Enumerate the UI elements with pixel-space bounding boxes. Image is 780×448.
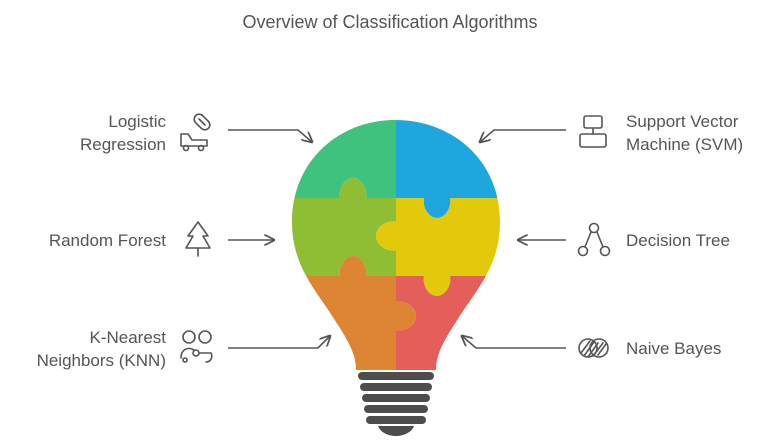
pine-tree-icon — [185, 221, 211, 257]
label-decision-tree-line1: Decision Tree — [626, 231, 730, 250]
arrow-svm — [480, 129, 566, 142]
bulb-puzzle — [292, 120, 500, 370]
tree-nodes-icon — [577, 222, 611, 257]
label-decision-tree: Decision Tree — [626, 229, 730, 252]
label-svm: Support Vector Machine (SVM) — [626, 110, 743, 156]
arrow-logistic-regression — [228, 129, 312, 142]
puzzle-piece-lime — [292, 178, 396, 276]
puzzle-piece-red — [396, 276, 500, 370]
arrow-naive-bayes — [462, 336, 566, 349]
label-naive-bayes: Naive Bayes — [626, 337, 721, 360]
people-network-icon — [180, 330, 213, 363]
label-naive-bayes-line1: Naive Bayes — [626, 339, 722, 358]
label-logistic-regression: Logistic Regression — [80, 110, 166, 156]
flowchart-icon — [579, 115, 607, 148]
diagram-title: Overview of Classification Algorithms — [242, 12, 538, 32]
label-knn-line1: K-Nearest — [89, 328, 166, 347]
arrows — [228, 129, 566, 349]
puzzle-piece-yellow — [376, 198, 500, 296]
truck-pill-icon — [180, 113, 211, 152]
label-random-forest-line1: Random Forest — [48, 231, 166, 250]
label-svm-line1: Support Vector — [626, 112, 739, 131]
puzzle-piece-green — [292, 120, 396, 198]
label-knn-line2: Neighbors (KNN) — [36, 351, 166, 370]
label-knn: K-Nearest Neighbors (KNN) — [37, 326, 166, 372]
label-svm-line2: Machine (SVM) — [626, 135, 744, 154]
overlapping-circles-icon — [578, 338, 609, 358]
arrow-knn — [228, 336, 330, 349]
label-logistic-regression-line2: Regression — [80, 135, 166, 154]
label-random-forest: Random Forest — [49, 229, 166, 252]
bulb-base — [358, 372, 434, 436]
label-logistic-regression-line1: Logistic — [108, 112, 166, 131]
